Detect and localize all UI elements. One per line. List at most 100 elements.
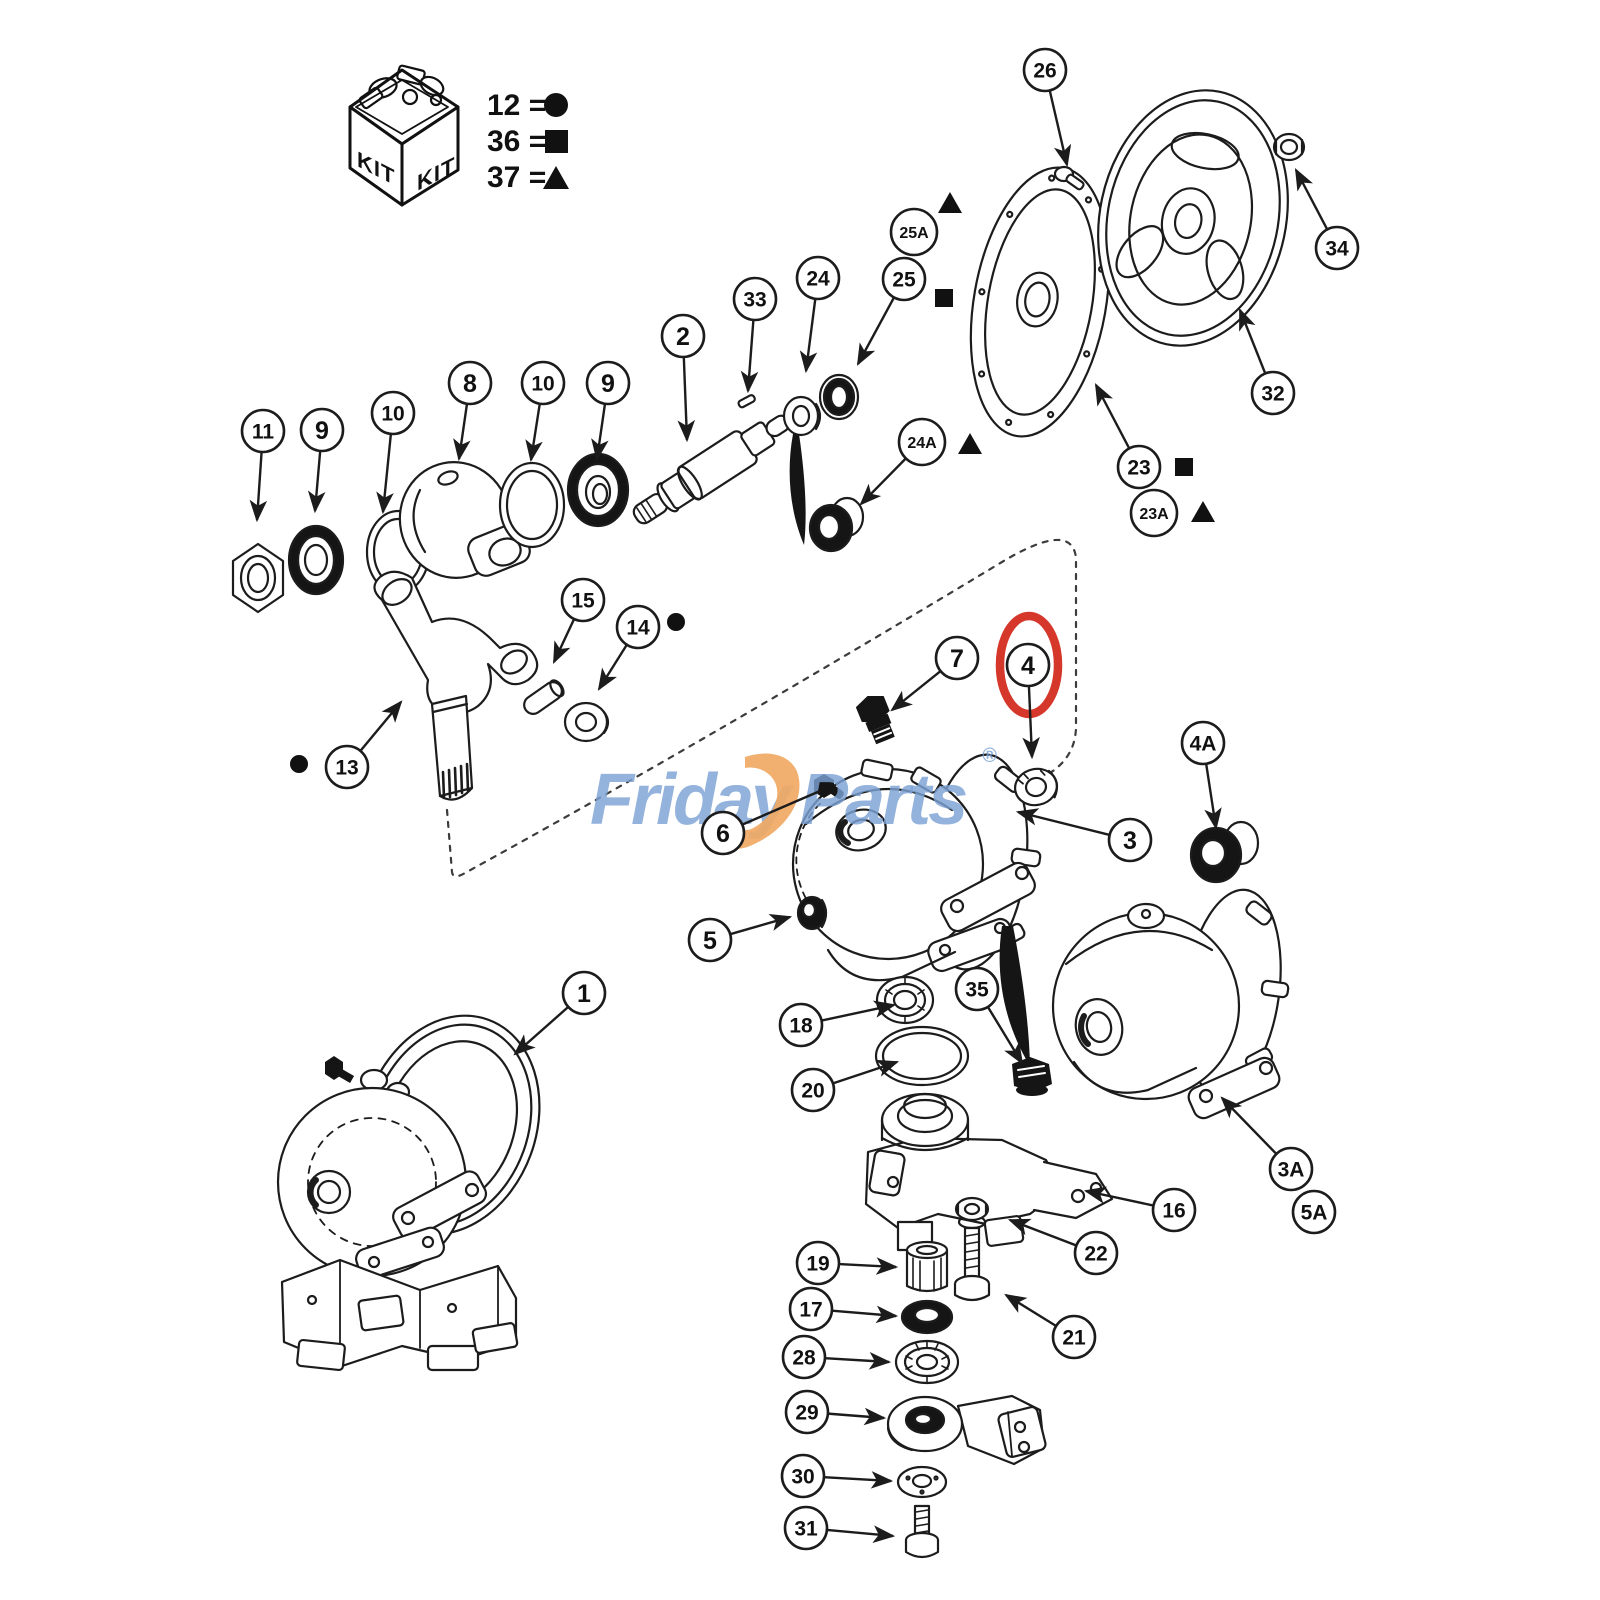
part-brake-housing-3-drawing [791,753,1042,982]
callout-number: 7 [950,645,964,673]
callout-circle [790,1067,836,1113]
leader-line [552,618,576,664]
callout-21: 21 [1004,1293,1097,1360]
watermark-registered-mark: ® [982,745,997,767]
leader-line [838,1257,899,1275]
callout-10: 10 [520,360,566,463]
callout-number: 20 [801,1080,824,1103]
callout-3: 3 [1015,808,1153,863]
leader-line [1015,808,1110,837]
callout-number: 15 [571,590,595,613]
callout-23: 23 [1094,383,1193,490]
callout-24: 24 [795,255,841,374]
legend-row-37-label: 37 = [487,161,546,194]
callout-circle [1180,720,1226,766]
callout-number: 16 [1162,1200,1185,1223]
leader-line [525,403,543,463]
leader-line [826,1525,896,1543]
callout-number: 26 [1033,60,1056,83]
leader-line [1294,168,1329,230]
callout-number: 30 [791,1466,814,1489]
part-carrier-8-drawing [398,461,531,579]
callout-26: 26 [1022,47,1072,168]
part-bushing-4-drawing [1014,767,1059,807]
callout-circle [780,1453,826,1499]
leader-line [799,298,818,374]
callout-9: 9 [299,407,345,514]
callout-number: 19 [806,1253,829,1276]
callout-circle [560,577,606,623]
leader-line [1007,1218,1077,1247]
callout-circle [897,417,947,467]
callout-17: 17 [788,1286,899,1332]
kit-dot-marker [290,755,308,773]
callout-number: 29 [795,1402,818,1425]
callout-7: 7 [890,635,980,712]
callout-number: 13 [335,757,358,780]
kit-box: KIT KIT [348,64,460,207]
callout-circle [660,313,706,359]
leader-line [1048,90,1072,168]
part-drive-strap-2-drawing [999,926,1030,1066]
leader-line [740,319,759,394]
callout-circle [795,1240,841,1286]
leader-line [859,457,907,506]
callout-circle [1073,1230,1119,1276]
callout-number: 5 [703,927,717,955]
callout-18: 18 [778,1000,897,1048]
callout-number: 9 [601,370,615,398]
leader-line [597,644,628,691]
callout-circle [561,970,607,1016]
callout-circle [370,390,416,436]
callout-circle [783,1505,829,1551]
part-seal-24a-drawing [808,496,865,553]
callout-28: 28 [781,1334,892,1380]
leader-line [1083,1186,1154,1207]
diagram-line-art [231,89,1306,1559]
callout-number: 32 [1261,383,1284,406]
leader-line [677,356,696,443]
callout-number: 23A [1139,506,1169,523]
callout-number: 6 [716,820,730,848]
part-oring-20-drawing [874,1025,970,1087]
callout-circle [585,360,631,406]
leader-line [832,1059,900,1085]
part-ring-10-right-drawing [498,461,566,549]
leader-line [1094,383,1131,449]
callout-20: 20 [790,1059,900,1113]
kit-triangle-marker [938,192,962,213]
leader-line [741,789,821,826]
callout-31: 31 [783,1505,896,1551]
watermark-text-right: Parts [800,760,966,840]
callout-circle [1005,642,1051,688]
leader-line [729,914,793,936]
leader-line [827,1407,887,1426]
part-steering-arm-29-drawing [886,1394,1047,1466]
callout-number: 3A [1278,1159,1305,1182]
callout-number: 24 [806,268,830,291]
part-washer-30-drawing [896,1465,948,1499]
callout-11: 11 [240,408,286,523]
callout-23A: 23A [1129,488,1215,538]
callout-number: 23 [1127,457,1150,480]
callout-number: 28 [792,1347,816,1370]
callout-35: 35 [954,966,1024,1065]
part-bearing-9-left-drawing [287,524,345,596]
callout-number: 5A [1301,1202,1328,1225]
part-plug-7-drawing [855,695,895,745]
leader-line [376,433,394,515]
callout-circle [1129,488,1179,538]
part-support-bracket-16-drawing [864,1092,1114,1252]
callout-circle [324,744,370,790]
leader-line [831,1305,899,1324]
part-nut-11-drawing [231,542,285,614]
leader-line [249,451,268,523]
callout-9: 9 [585,360,631,462]
watermark-swoosh-icon [716,753,800,849]
callout-8: 8 [447,360,493,462]
part-bearing-25-drawing [818,373,860,421]
callout-number: 22 [1084,1243,1107,1266]
